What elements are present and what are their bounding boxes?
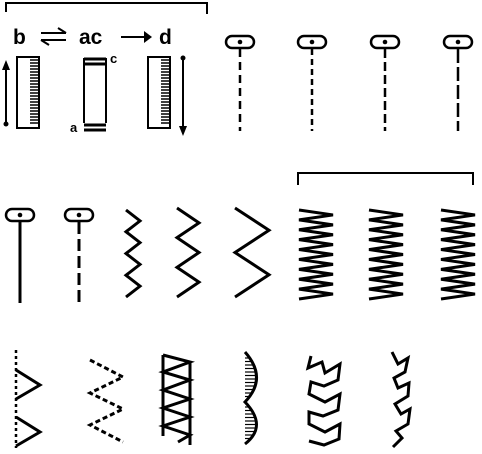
straight-stitch-solid <box>4 207 36 303</box>
serpentine-stitch <box>305 355 342 447</box>
satin-group-bracket <box>297 172 474 185</box>
label-d: d <box>159 26 172 49</box>
presser-foot-icon <box>63 207 95 223</box>
straight-stitch-dash <box>63 207 95 303</box>
straight-stitch-dash <box>296 34 328 131</box>
group-bracket-top <box>5 2 208 14</box>
satin-stitch-dense <box>298 208 334 301</box>
satin-stitch-dense <box>368 208 404 301</box>
shell-scallop-stitch <box>242 351 258 446</box>
label-b: b <box>13 26 26 49</box>
row3-stitches <box>14 350 412 449</box>
presser-foot-icon <box>224 34 256 50</box>
left-right-arrows-icon <box>40 27 67 46</box>
narrow-zigzag <box>123 208 143 299</box>
row1-straight-stitches <box>224 34 474 131</box>
label-c: c <box>110 51 117 66</box>
presser-foot-icon <box>4 207 36 223</box>
straight-stitch-long-dash <box>224 34 256 131</box>
three-step-zigzag <box>86 358 127 444</box>
bead-ticks <box>161 59 169 124</box>
straight-stitch-long <box>442 34 474 131</box>
buttonhole-group: b ac d c a <box>2 2 208 136</box>
straight-stitch-dash <box>369 34 401 131</box>
stretch-zigzag <box>390 351 412 449</box>
label-a: a <box>70 120 78 135</box>
presser-foot-icon <box>442 34 474 50</box>
presser-foot-icon <box>369 34 401 50</box>
wide-zigzag <box>232 206 272 299</box>
row2-stitches <box>4 206 476 303</box>
right-arrow-icon <box>121 31 152 43</box>
satin-stitch-dense <box>440 208 476 301</box>
buttonhole-step-b <box>2 56 40 129</box>
label-ac: ac <box>79 26 103 49</box>
buttonhole-step-d <box>147 55 187 136</box>
blind-hem-stitch <box>14 350 43 448</box>
buttonhole-step-ac: c a <box>70 51 117 135</box>
medium-zigzag <box>174 206 202 299</box>
bead-ticks <box>30 59 38 124</box>
elastic-stitch <box>158 353 196 445</box>
presser-foot-icon <box>296 34 328 50</box>
